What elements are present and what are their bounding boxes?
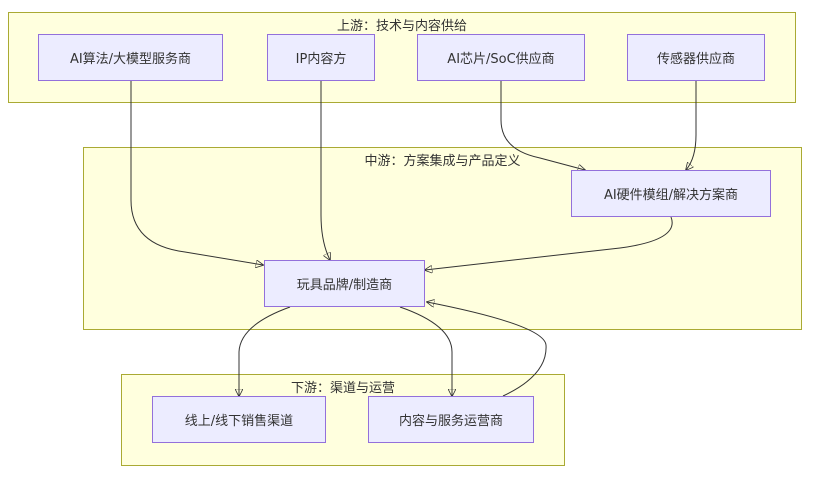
node-hw-module: AI硬件模组/解决方案商 xyxy=(571,170,771,217)
node-ai-algo: AI算法/大模型服务商 xyxy=(38,34,223,81)
node-ip-content: IP内容方 xyxy=(267,34,375,81)
cluster-title-midstream: 中游：方案集成与产品定义 xyxy=(364,154,521,169)
node-sales-channel: 线上/线下销售渠道 xyxy=(152,396,326,443)
node-ai-chip: AI芯片/SoC供应商 xyxy=(417,34,585,81)
cluster-title-downstream: 下游：渠道与运营 xyxy=(290,381,395,396)
node-toy-brand: 玩具品牌/制造商 xyxy=(264,260,425,307)
cluster-title-upstream: 上游：技术与内容供给 xyxy=(336,19,467,34)
node-sensor: 传感器供应商 xyxy=(627,34,765,81)
node-content-ops: 内容与服务运营商 xyxy=(368,396,534,443)
